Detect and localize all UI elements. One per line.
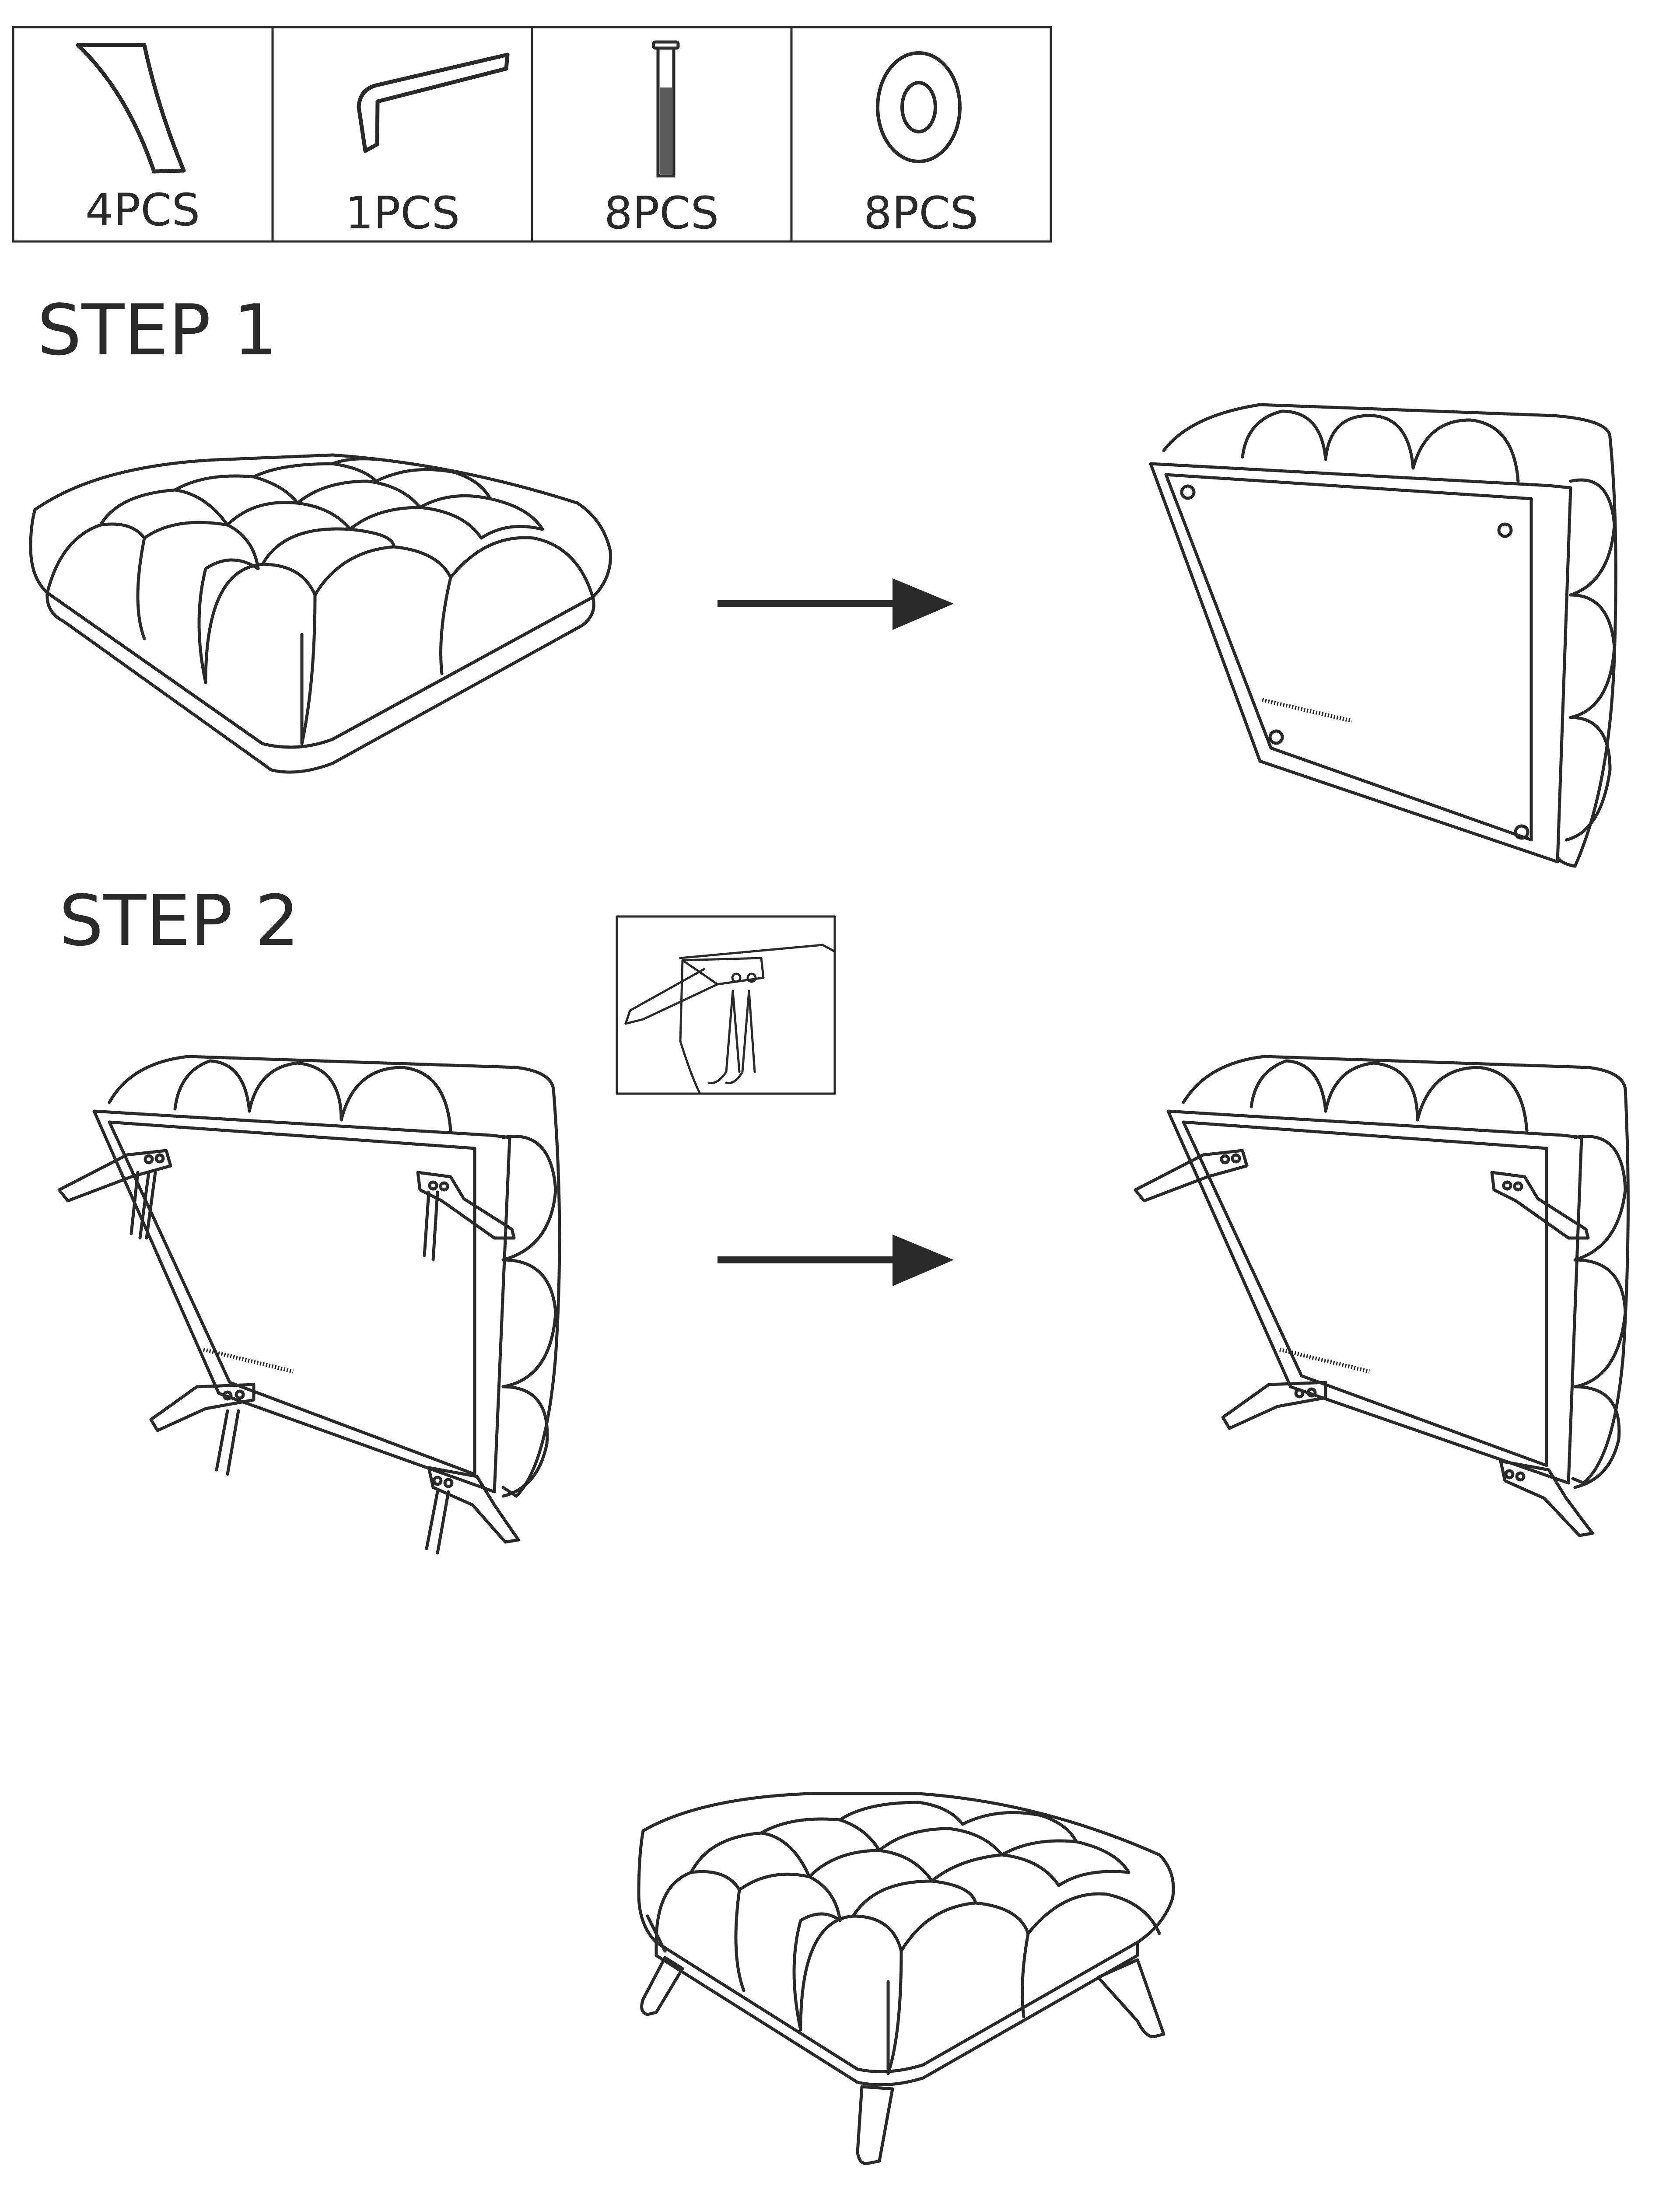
part-qty-allen-key: 1PCS bbox=[345, 187, 460, 239]
detail-inset bbox=[616, 915, 836, 1095]
ottoman-flipped-legs-attached bbox=[1134, 1055, 1630, 1537]
part-qty-washers: 8PCS bbox=[864, 187, 978, 239]
step-1-label: STEP 1 bbox=[37, 289, 278, 371]
ottoman-flipped-step-1 bbox=[1149, 403, 1617, 868]
label-strip-step-2b bbox=[1279, 1347, 1370, 1374]
parts-table bbox=[12, 26, 1052, 243]
ottoman-upright bbox=[29, 453, 612, 774]
washer-icon bbox=[876, 51, 962, 163]
ottoman-assembled bbox=[637, 1792, 1175, 2165]
step-2-label: STEP 2 bbox=[59, 880, 300, 962]
label-strip-step-2a bbox=[203, 1347, 294, 1374]
allen-key-icon bbox=[357, 52, 510, 153]
bolt-icon bbox=[652, 40, 680, 178]
arrow-step-2 bbox=[718, 1235, 954, 1286]
sofa-leg-icon bbox=[76, 43, 186, 174]
part-qty-legs: 4PCS bbox=[85, 184, 200, 236]
part-qty-bolts: 8PCS bbox=[604, 187, 719, 239]
arrow-step-1 bbox=[718, 578, 954, 630]
ottoman-flipped-legs-attaching bbox=[57, 1055, 561, 1555]
label-strip-step-1 bbox=[1261, 698, 1353, 723]
